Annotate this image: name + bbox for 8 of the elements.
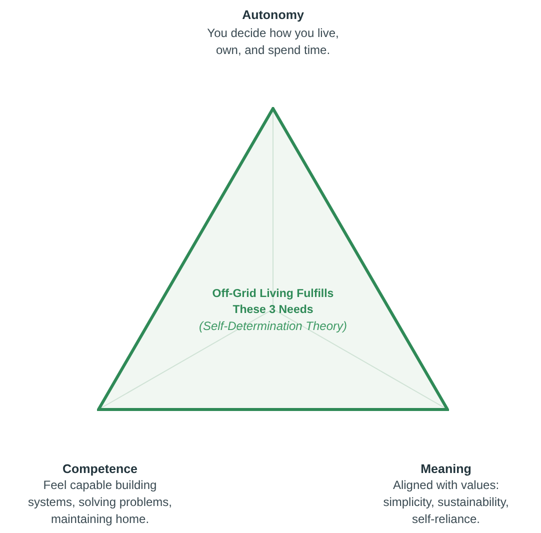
need-heading: Meaning — [420, 461, 472, 478]
need-description: You decide how you live, own, and spend time. — [206, 25, 340, 59]
need-description: Aligned with values: simplicity, sustainability, self-reliance. — [382, 477, 510, 528]
center-title: Off-Grid Living Fulfills These 3 Needs — [211, 287, 335, 318]
need-heading: Autonomy — [241, 7, 305, 24]
need-heading: Competence — [61, 461, 139, 478]
need-description: Feel capable building systems, solving problems, maintaining home. — [26, 477, 174, 528]
theory-subtitle: (Self-Determination Theory) — [198, 318, 348, 334]
